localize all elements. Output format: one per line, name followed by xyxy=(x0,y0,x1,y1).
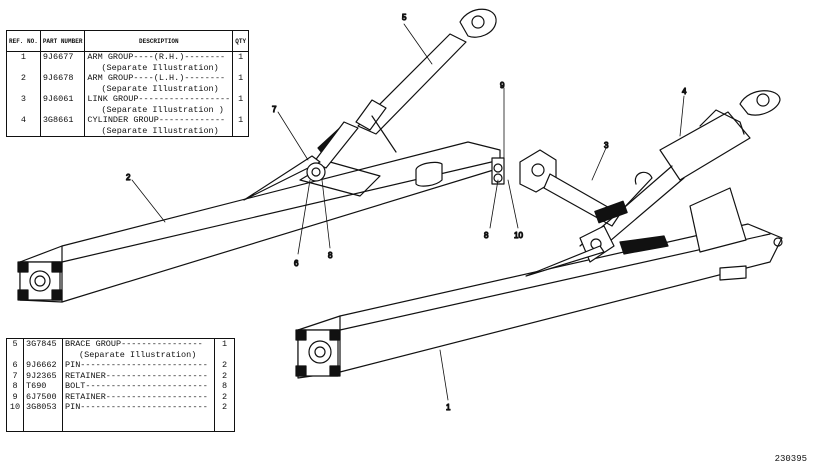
row-qty: 1 xyxy=(232,73,250,94)
row-subnote: (Separate Illustration) xyxy=(79,349,197,360)
cylinder-illustration xyxy=(525,90,781,277)
row-description: CYLINDER GROUP------------- xyxy=(87,115,226,125)
table-row: 5 3G7845 BRACE GROUP---------------- (Se… xyxy=(6,338,235,360)
row-qty: 1 xyxy=(214,338,235,360)
figure-number: 230395 xyxy=(774,454,807,464)
callout-4: 4 xyxy=(682,87,687,96)
table-row: 10 3G8053 PIN------------------------- 2 xyxy=(6,402,235,413)
table-row: 1 9J6677 ARM GROUP----(R.H.)-------- (Se… xyxy=(6,51,250,73)
table-row: 8 T690 BOLT------------------------ 8 xyxy=(6,381,235,392)
row-subnote: (Separate Illustration) xyxy=(101,62,219,73)
row-description: ARM GROUP----(L.H.)-------- xyxy=(87,73,226,83)
table-row: 7 9J2365 RETAINER-------------------- 2 xyxy=(6,370,235,381)
parts-table-bottom: 5 3G7845 BRACE GROUP---------------- (Se… xyxy=(6,338,235,432)
brace-illustration xyxy=(243,8,497,201)
table-row: 6 9J6662 PIN------------------------- 2 xyxy=(6,360,235,371)
callout-7: 7 xyxy=(272,105,277,114)
table-header-row: REF. NO. PART NUMBER DESCRIPTION QTY xyxy=(6,30,250,52)
row-subnote: (Separate Illustration) xyxy=(101,83,219,94)
row-ref: 2 xyxy=(6,73,41,94)
row-qty: 2 xyxy=(214,370,235,381)
right-arm-illustration xyxy=(295,187,783,379)
table-row: 3 9J6061 LINK GROUP------------------ (S… xyxy=(6,94,250,115)
callout-6: 6 xyxy=(294,259,299,268)
callout-1: 1 xyxy=(446,403,451,412)
row-subnote: (Separate Illustration ) xyxy=(101,104,224,115)
callout-8-right: 8 xyxy=(484,231,489,240)
row-ref: 1 xyxy=(6,51,41,73)
table-row: 2 9J6678 ARM GROUP----(L.H.)-------- (Se… xyxy=(6,73,250,94)
header-qty: QTY xyxy=(232,30,250,52)
table-row: 9 6J7500 RETAINER-------------------- 2 xyxy=(6,391,235,402)
row-subnote: (Separate Illustration) xyxy=(101,125,219,136)
callout-8-left: 8 xyxy=(328,251,333,260)
header-description: DESCRIPTION xyxy=(84,30,234,52)
callout-leaders xyxy=(131,23,685,401)
table-blank-row xyxy=(6,412,235,431)
row-qty: 1 xyxy=(232,115,250,137)
row-description: LINK GROUP------------------ xyxy=(87,94,231,104)
header-ref-no: REF. NO. xyxy=(6,30,41,52)
callout-5: 5 xyxy=(402,13,407,22)
row-description-cell: ARM GROUP----(L.H.)-------- (Separate Il… xyxy=(84,73,234,94)
left-arm-illustration xyxy=(17,141,505,303)
row-ref: 4 xyxy=(6,115,41,137)
callout-2: 2 xyxy=(126,173,131,182)
link-illustration xyxy=(519,149,628,227)
callout-10: 10 xyxy=(514,231,523,240)
row-qty: 2 xyxy=(214,360,235,371)
table-row: 4 3G8661 CYLINDER GROUP------------- (Se… xyxy=(6,115,250,137)
row-description-cell: CYLINDER GROUP------------- (Separate Il… xyxy=(84,115,234,137)
row-description-cell: LINK GROUP------------------ (Separate I… xyxy=(84,94,234,115)
row-ref: 3 xyxy=(6,94,41,115)
row-qty: 1 xyxy=(232,51,250,73)
row-description: ARM GROUP----(R.H.)-------- xyxy=(87,52,226,62)
row-qty: 2 xyxy=(214,391,235,402)
blank-cell xyxy=(214,412,235,431)
row-description: BRACE GROUP---------------- xyxy=(65,339,203,349)
callout-9: 9 xyxy=(500,81,505,90)
row-qty: 8 xyxy=(214,381,235,392)
row-description-cell: ARM GROUP----(R.H.)-------- (Separate Il… xyxy=(84,51,234,73)
callout-3: 3 xyxy=(604,141,609,150)
row-qty: 2 xyxy=(214,402,235,413)
parts-table-top: REF. NO. PART NUMBER DESCRIPTION QTY 1 9… xyxy=(6,30,250,137)
row-qty: 1 xyxy=(232,94,250,115)
